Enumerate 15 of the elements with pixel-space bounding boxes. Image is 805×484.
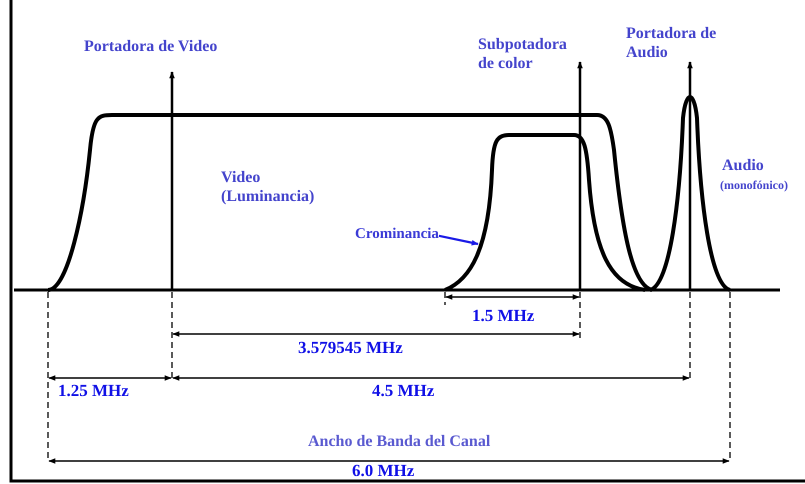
chrominance-curve bbox=[444, 133, 646, 292]
band-note: (monofónico) bbox=[720, 178, 789, 192]
band-label: Video (Luminancia) bbox=[221, 168, 316, 206]
dimension-label: 3.579545 MHz bbox=[298, 338, 404, 358]
dimension-label: 4.5 MHz bbox=[372, 381, 436, 402]
callout-label: Crominancia bbox=[355, 225, 439, 243]
leader-line bbox=[438, 234, 479, 246]
dimension-label: 6.0 MHz bbox=[352, 461, 416, 482]
carrier-label: Portadora de Video bbox=[84, 37, 218, 56]
band-label: Audio bbox=[722, 156, 765, 176]
dimension-label: 1.5 MHz bbox=[472, 306, 536, 326]
dimension-label: 1.25 MHz bbox=[58, 381, 130, 402]
carrier-label: Subpotadora de color bbox=[478, 35, 568, 74]
bandwidth-label: Ancho de Banda del Canal bbox=[308, 432, 492, 452]
carrier-label: Portadora de Audio bbox=[626, 24, 718, 62]
